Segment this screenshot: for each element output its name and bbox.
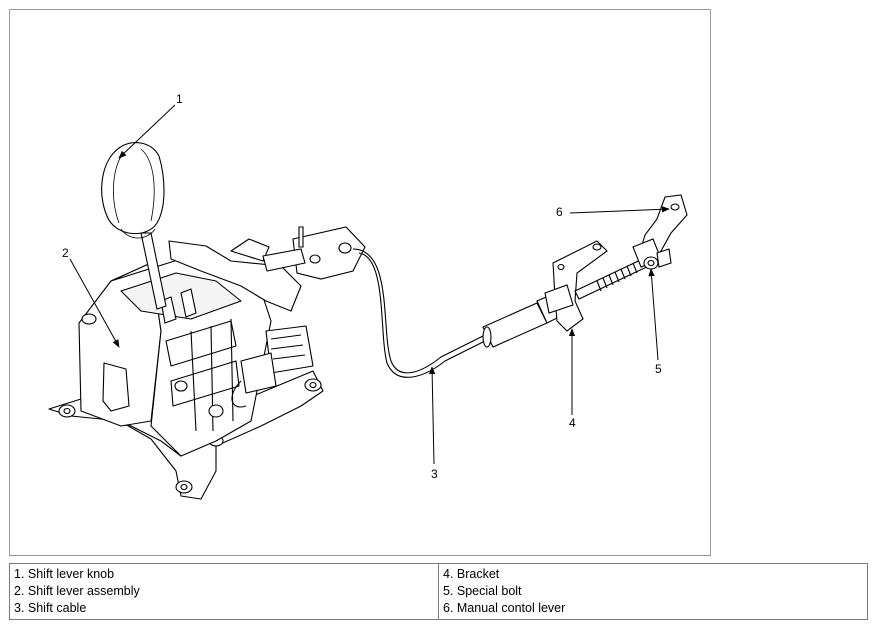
- legend-item-shift-lever-knob: 1. Shift lever knob: [14, 567, 115, 581]
- legend-row: 1. Shift lever knob 2. Shift lever assem…: [9, 563, 868, 620]
- cable-bracket-drawing: [262, 226, 366, 280]
- bracket-drawing: [544, 240, 656, 332]
- callout-2: 2: [62, 246, 69, 260]
- shift-lever-knob-drawing: [101, 142, 167, 310]
- callout-5: 5: [655, 362, 662, 376]
- legend-column-left: 1. Shift lever knob 2. Shift lever assem…: [9, 563, 439, 620]
- leader-lines: [69, 104, 670, 465]
- legend-item-manual-control-lever: 6. Manual contol lever: [443, 601, 566, 615]
- leader-line-1: [118, 104, 176, 159]
- leader-line-2: [69, 258, 120, 348]
- legend-item-special-bolt: 5. Special bolt: [443, 584, 522, 598]
- callout-3: 3: [431, 467, 438, 481]
- legend-column-right: 4. Bracket 5. Special bolt 6. Manual con…: [438, 563, 868, 620]
- leader-line-5: [648, 268, 659, 361]
- shift-cable-drawing: [352, 248, 560, 378]
- shift-lever-assembly-drawing: [48, 238, 324, 500]
- leader-line-3: [428, 366, 436, 465]
- leader-line-6: [569, 206, 670, 214]
- shift-mechanism-illustration: 1 2 3 4 5 6: [48, 92, 688, 500]
- parts-legend-table: 1. Shift lever knob 2. Shift lever assem…: [9, 563, 868, 620]
- legend-item-bracket: 4. Bracket: [443, 567, 500, 581]
- manual-control-lever-drawing: [632, 194, 688, 270]
- callout-4: 4: [569, 416, 576, 430]
- diagram-figure: 1 2 3 4 5 6: [9, 9, 711, 556]
- legend-item-shift-cable: 3. Shift cable: [14, 601, 87, 615]
- callout-6: 6: [556, 205, 563, 219]
- callout-1: 1: [176, 92, 183, 106]
- legend-item-shift-lever-assembly: 2. Shift lever assembly: [14, 584, 140, 598]
